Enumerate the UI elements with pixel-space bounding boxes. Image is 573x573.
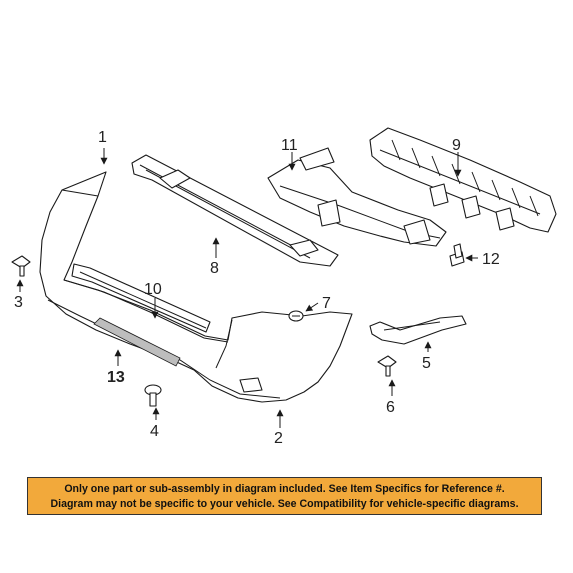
part-5-bracket (369, 315, 467, 345)
part-9-absorber (369, 127, 557, 233)
callout-2: 2 (274, 430, 283, 447)
part-13-reflector (93, 317, 181, 367)
part-12-bolt (449, 243, 465, 267)
callout-9: 9 (452, 137, 461, 154)
disclaimer-line-1: Only one part or sub-assembly in diagram… (64, 483, 505, 495)
disclaimer-line-2: Diagram may not be specific to your vehi… (50, 498, 519, 510)
callout-8: 8 (210, 260, 219, 277)
part-1-bumper-cover (39, 171, 353, 403)
part-6-push-pin (377, 355, 397, 377)
callout-3: 3 (14, 294, 23, 311)
callout-6: 6 (386, 399, 395, 416)
callout-7: 7 (322, 295, 331, 312)
leader-lines (16, 148, 478, 428)
part-4-screw (144, 384, 162, 407)
disclaimer-banner: Only one part or sub-assembly in diagram… (27, 477, 542, 515)
callout-13: 13 (107, 369, 125, 386)
callout-4: 4 (150, 423, 159, 440)
part-8-impact-bar (131, 154, 339, 267)
callout-11: 11 (281, 137, 298, 154)
callout-5: 5 (422, 355, 431, 372)
part-11-reinforcement (267, 147, 447, 247)
callout-12: 12 (482, 251, 500, 268)
callout-1: 1 (98, 129, 107, 146)
part-3-push-pin (11, 255, 31, 277)
part-7-clip (288, 310, 304, 322)
callout-10: 10 (144, 281, 162, 298)
